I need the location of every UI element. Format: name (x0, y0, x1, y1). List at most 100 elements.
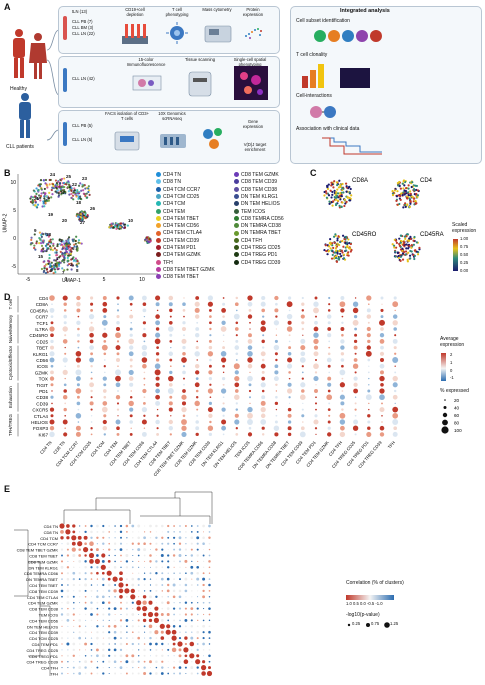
corr-cell (179, 531, 181, 533)
dotplot-dot (168, 382, 173, 387)
feature-point (395, 246, 398, 249)
dotplot-dot (181, 419, 187, 425)
corr-cell (160, 577, 164, 581)
umap-point (54, 179, 58, 182)
corr-cell (178, 672, 182, 675)
corr-cell (166, 613, 170, 616)
umap-point (61, 252, 64, 255)
dotplot-dot (116, 402, 120, 405)
dotplot-dot (194, 400, 200, 407)
feature-point (409, 235, 412, 238)
corr-cell (118, 582, 124, 588)
dotplot-dot (209, 334, 212, 337)
dotplot-dot (379, 394, 385, 401)
corr-cell (126, 531, 128, 533)
corr-cell (196, 630, 200, 634)
corr-cell (84, 530, 87, 534)
umap-point (45, 268, 49, 271)
dotplot-dot (394, 365, 396, 367)
dotplot-dot (235, 408, 239, 411)
feature-point (349, 199, 352, 202)
dotplot-dot (288, 340, 291, 343)
dotplot-dot (260, 351, 266, 357)
corr-cell (155, 531, 157, 533)
corr-cell (101, 601, 105, 605)
corr-cell (132, 608, 134, 610)
feature-point (333, 189, 336, 192)
feature-point (407, 194, 410, 197)
umap-point (41, 249, 44, 252)
corr-cell (72, 571, 76, 575)
legend-label: CD8 TEMRA CD56 (241, 215, 284, 222)
feature-point (416, 194, 420, 197)
dotplot-dot (274, 364, 279, 369)
dotplot-dot (62, 394, 68, 400)
dotplot-dot (261, 339, 265, 344)
corr-cell (84, 631, 87, 634)
corr-cell (107, 589, 111, 593)
corr-cell (166, 577, 170, 581)
legend-label: CD4 TCM (163, 201, 186, 208)
dotplot-dot (380, 327, 384, 331)
corr-cell (125, 524, 129, 528)
tube-icon (63, 16, 67, 40)
dotplot-dot (287, 363, 293, 369)
size-legend-dot (442, 419, 448, 426)
umap-point (43, 260, 46, 263)
corr-cell (84, 583, 88, 587)
feature-point (324, 244, 327, 247)
corr-cell (167, 667, 169, 669)
umap-point (78, 218, 82, 221)
feature-point (404, 237, 407, 240)
legend-label: DN TEMRA TBET (241, 230, 281, 237)
corr-cell (196, 666, 199, 669)
dotplot-dot (314, 389, 318, 393)
umap-point (54, 264, 57, 267)
umap-point (41, 232, 44, 235)
umap-y-tick: 0 (13, 236, 16, 242)
feature-point (395, 199, 398, 202)
corr-cell (202, 601, 205, 604)
dotplot-dot (49, 295, 55, 301)
feature-point (333, 196, 336, 199)
dotplot-dot (287, 320, 292, 325)
feature-point (393, 189, 397, 192)
dotplot-dot (367, 389, 371, 393)
dotplot-dot (354, 352, 357, 355)
dotplot-dot (155, 332, 161, 338)
umap-cluster-label: 3 (60, 238, 63, 243)
corr-cell (201, 665, 207, 671)
panel-letter-e: E (4, 484, 11, 494)
corr-cell (161, 536, 164, 539)
corr-cell (150, 655, 151, 657)
dotplot-dot (64, 346, 66, 349)
dotplot-dot (129, 327, 133, 331)
dotplot-dot (233, 363, 240, 370)
umap-point (43, 269, 46, 272)
dotplot-dot (89, 357, 95, 363)
dotplot-dot (353, 345, 358, 350)
dotplot-dot (327, 333, 332, 338)
corr-cell (142, 612, 147, 617)
corr-cell (125, 578, 128, 581)
umap-point (85, 192, 88, 195)
feature-point (414, 200, 417, 203)
feature-point (327, 183, 330, 186)
corr-cell (90, 578, 93, 580)
corr-cell (184, 618, 188, 622)
umap-y-tick: -5 (12, 264, 17, 270)
legend-swatch (234, 230, 239, 236)
corr-cell (61, 584, 63, 586)
feature-point (412, 243, 415, 246)
dotplot-dot (103, 315, 107, 319)
umap-point (49, 248, 52, 251)
corr-cell (72, 583, 75, 587)
feature-colorbar (453, 239, 458, 271)
dotplot-dot (155, 327, 160, 331)
dotplot-dot (182, 352, 186, 356)
dotplot-dot (328, 414, 331, 417)
corr-cell (119, 642, 123, 646)
dotplot-dot (195, 420, 199, 424)
dotplot-dot (286, 326, 293, 332)
dotplot-dot (141, 344, 148, 351)
